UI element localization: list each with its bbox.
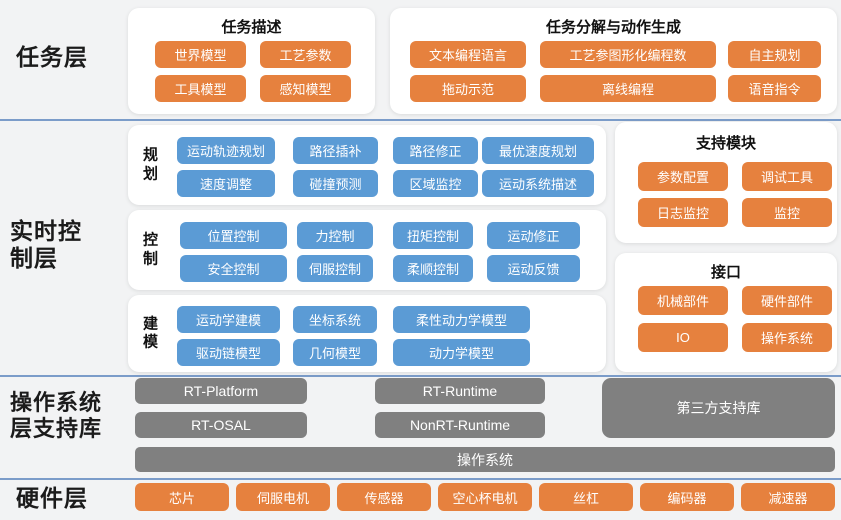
diagram-node-autonomous-planning: 自主规划: [728, 41, 821, 68]
layer-separator: [0, 119, 841, 121]
diagram-node-zone-monitoring: 区域监控: [393, 170, 478, 197]
diagram-node-world-model: 世界模型: [155, 41, 246, 68]
diagram-node-io: IO: [638, 323, 728, 352]
diagram-node-motion-feedback: 运动反馈: [487, 255, 580, 282]
diagram-node-param-config: 参数配置: [638, 162, 728, 191]
diagram-node-perception-model: 感知模型: [260, 75, 351, 102]
diagram-node-log-monitoring: 日志监控: [638, 198, 728, 227]
diagram-node-debug-tools: 调试工具: [742, 162, 832, 191]
diagram-node-rt-platform: RT-Platform: [135, 378, 307, 404]
panel-support-modules: 支持模块 参数配置 调试工具 日志监控 监控: [615, 122, 837, 243]
diagram-node-torque-control: 扭矩控制: [393, 222, 473, 249]
diagram-node-dynamics-model: 动力学模型: [393, 339, 530, 366]
diagram-node-position-control: 位置控制: [180, 222, 287, 249]
panel-title-task-description: 任务描述: [221, 19, 282, 36]
diagram-node-motion-correction: 运动修正: [487, 222, 580, 249]
diagram-node-servo-control: 伺服控制: [297, 255, 373, 282]
section-title-planning: 规划: [142, 146, 158, 182]
panel-title-interfaces: 接口: [710, 264, 741, 281]
diagram-node-lead-screw: 丝杠: [539, 483, 633, 511]
panel-title-task-decomposition: 任务分解与动作生成: [545, 19, 681, 36]
layer-separator: [0, 478, 841, 480]
diagram-node-tool-model: 工具模型: [155, 75, 246, 102]
diagram-node-operating-system-bar: 操作系统: [135, 447, 835, 472]
diagram-node-operating-system-interface: 操作系统: [742, 323, 832, 352]
panel-modeling: 建模 运动学建模 坐标系统 柔性动力学模型 驱动链模型 几何模型 动力学模型: [128, 295, 606, 372]
diagram-node-graphical-programming: 工艺参图形化编程数: [540, 41, 716, 68]
diagram-node-servo-motor: 伺服电机: [236, 483, 330, 511]
diagram-node-compliance-control: 柔顺控制: [393, 255, 473, 282]
diagram-node-text-programming: 文本编程语言: [410, 41, 526, 68]
diagram-node-geometry-model: 几何模型: [293, 339, 377, 366]
diagram-node-monitoring: 监控: [742, 198, 832, 227]
diagram-node-rt-runtime: RT-Runtime: [375, 378, 545, 404]
diagram-node-optimal-speed-planning: 最优速度规划: [482, 137, 594, 164]
hardware-node-row: 芯片 伺服电机 传感器 空心杯电机 丝杠 编码器 减速器: [135, 483, 835, 511]
diagram-node-voice-command: 语音指令: [728, 75, 821, 102]
diagram-node-speed-adjust: 速度调整: [177, 170, 275, 197]
diagram-node-hardware-parts: 硬件部件: [742, 286, 832, 315]
diagram-node-sensor: 传感器: [337, 483, 431, 511]
diagram-node-path-interpolation: 路径插补: [293, 137, 378, 164]
diagram-node-kinematic-modeling: 运动学建模: [177, 306, 280, 333]
diagram-node-process-params: 工艺参数: [260, 41, 351, 68]
diagram-node-offline-programming: 离线编程: [540, 75, 716, 102]
diagram-node-reducer: 减速器: [741, 483, 835, 511]
diagram-node-path-correction: 路径修正: [393, 137, 478, 164]
diagram-node-coordinate-system: 坐标系统: [293, 306, 377, 333]
diagram-node-nonrt-runtime: NonRT-Runtime: [375, 412, 545, 438]
diagram-node-collision-prediction: 碰撞预测: [293, 170, 378, 197]
section-title-control: 控制: [142, 231, 158, 267]
diagram-node-third-party-library: 第三方支持库: [602, 378, 835, 438]
layer-label-hardware: 硬件层: [16, 485, 88, 511]
panel-control: 控制 位置控制 力控制 扭矩控制 运动修正 安全控制 伺服控制 柔顺控制 运动反…: [128, 210, 606, 290]
diagram-node-chip: 芯片: [135, 483, 229, 511]
diagram-node-mechanical-parts: 机械部件: [638, 286, 728, 315]
layer-label-task: 任务层: [16, 44, 88, 70]
diagram-node-force-control: 力控制: [297, 222, 373, 249]
diagram-node-trajectory-planning: 运动轨迹规划: [177, 137, 275, 164]
layer-separator: [0, 375, 841, 377]
diagram-node-drive-chain-model: 驱动链模型: [177, 339, 280, 366]
layer-label-realtime-control: 实时控制层: [10, 218, 82, 272]
diagram-node-safety-control: 安全控制: [180, 255, 287, 282]
diagram-node-coreless-motor: 空心杯电机: [438, 483, 532, 511]
panel-task-decomposition: 任务分解与动作生成 文本编程语言 工艺参图形化编程数 自主规划 拖动示范 离线编…: [390, 8, 837, 114]
diagram-node-flexible-dynamics-model: 柔性动力学模型: [393, 306, 530, 333]
panel-planning: 规划 运动轨迹规划 路径插补 路径修正 最优速度规划 速度调整 碰撞预测 区域监…: [128, 125, 606, 205]
panel-title-support-modules: 支持模块: [695, 135, 756, 152]
panel-task-description: 任务描述 世界模型 工艺参数 工具模型 感知模型: [128, 8, 375, 114]
section-title-modeling: 建模: [142, 314, 158, 351]
panel-interfaces: 接口 机械部件 硬件部件 IO 操作系统: [615, 253, 837, 372]
diagram-node-drag-teaching: 拖动示范: [410, 75, 526, 102]
diagram-node-encoder: 编码器: [640, 483, 734, 511]
diagram-node-rt-osal: RT-OSAL: [135, 412, 307, 438]
diagram-node-motion-system-description: 运动系统描述: [482, 170, 594, 197]
layer-label-os-support: 操作系统层支持库: [10, 390, 103, 441]
